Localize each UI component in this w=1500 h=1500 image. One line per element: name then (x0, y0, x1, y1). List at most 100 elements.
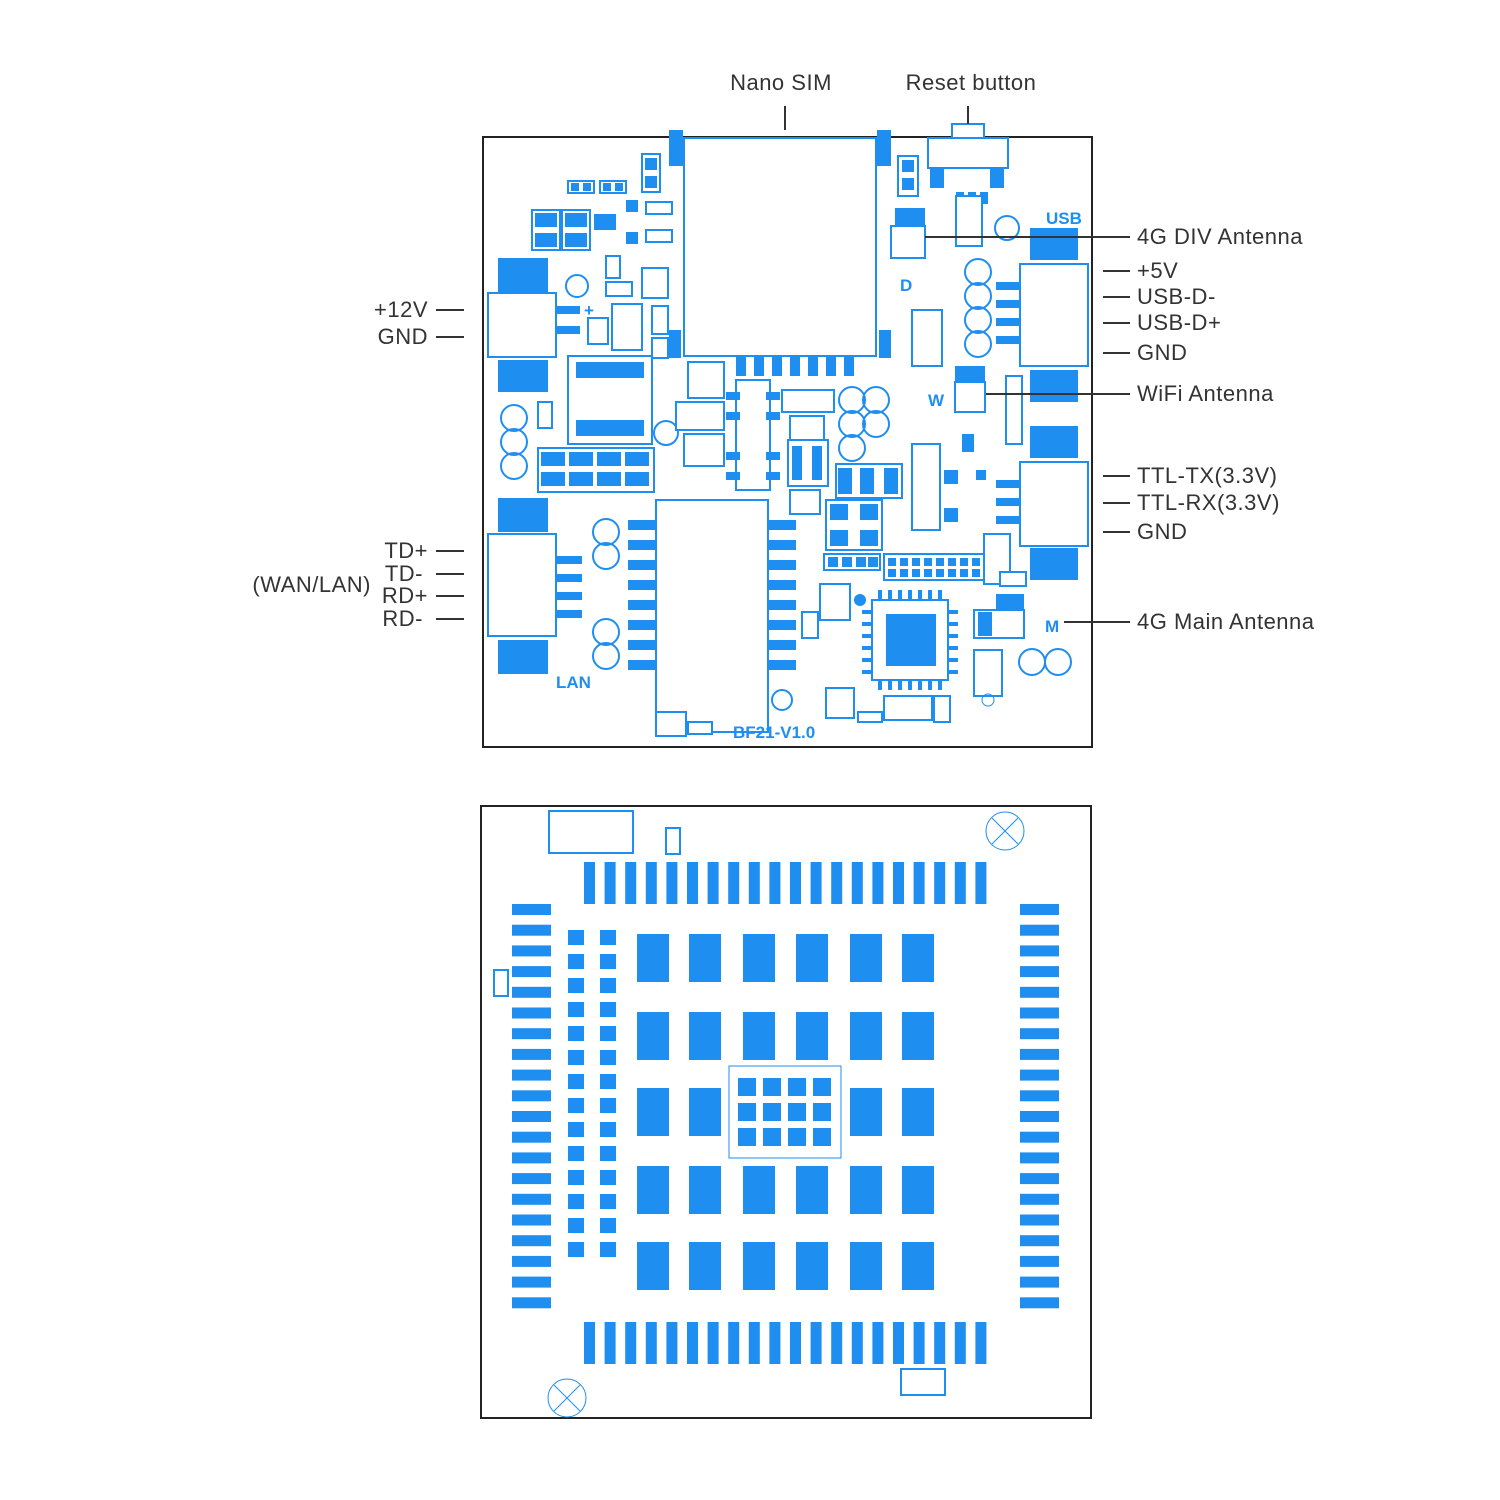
edge-pin-bottom (893, 1322, 904, 1364)
thermal-pad (738, 1128, 756, 1146)
large-pad (689, 934, 721, 982)
edge-pin-bottom (851, 1322, 863, 1364)
thermal-pad (788, 1078, 806, 1096)
inner-pad (568, 1002, 584, 1017)
large-pad (637, 1012, 669, 1060)
edge-pin-right (1020, 904, 1059, 915)
edge-pin-left (512, 1297, 551, 1309)
label-ttl-tx: TTL-TX(3.3V) (1137, 463, 1277, 488)
silk-lan: LAN (556, 673, 591, 692)
edge-pin-top (584, 862, 595, 904)
edge-pin-bottom (913, 1322, 925, 1364)
inner-pad (568, 978, 584, 993)
edge-pin-bottom (604, 1322, 616, 1364)
edge-pin-right (1020, 1297, 1059, 1309)
large-pad (637, 1166, 669, 1214)
large-pad (743, 1012, 775, 1060)
thermal-pad (763, 1078, 781, 1096)
large-pad (743, 1242, 775, 1290)
label-ttl-gnd: GND (1137, 519, 1187, 544)
edge-pin-right (1020, 1173, 1059, 1185)
large-pad (850, 1012, 882, 1060)
edge-pin-right (1020, 1111, 1059, 1122)
inner-pad (600, 1242, 616, 1257)
label-4g-div-antenna: 4G DIV Antenna (1137, 224, 1303, 249)
edge-pin-left (512, 924, 551, 936)
label-td-plus: TD+ (384, 538, 428, 563)
label-usb-dm: USB-D- (1137, 284, 1216, 309)
edge-pin-left (512, 1193, 551, 1205)
edge-pin-top (893, 862, 904, 904)
large-pad (850, 1242, 882, 1290)
edge-pin-top (604, 862, 616, 904)
inner-pad (568, 1122, 584, 1137)
edge-pin-bottom (790, 1322, 801, 1364)
edge-pin-left (512, 1007, 551, 1019)
bottom-pad-arrays (512, 862, 1059, 1364)
label-12v: +12V (374, 297, 428, 322)
edge-pin-right (1020, 1152, 1059, 1164)
inner-pad (600, 930, 616, 945)
edge-pin-left (512, 1235, 551, 1247)
label-td-minus: TD- (385, 561, 423, 586)
edge-pin-right (1020, 1214, 1059, 1226)
label-reset-button: Reset button (906, 70, 1037, 95)
large-pad (902, 1088, 934, 1136)
edge-pin-bottom (748, 1322, 760, 1364)
edge-pin-right (1020, 924, 1059, 936)
edge-pin-left (512, 1090, 551, 1102)
large-pad (689, 1088, 721, 1136)
nano-sim-slot (669, 130, 891, 376)
edge-pin-bottom (728, 1322, 740, 1364)
large-pad (796, 1166, 828, 1214)
edge-pin-bottom (645, 1322, 657, 1364)
label-rd-minus: RD- (382, 606, 423, 631)
edge-pin-bottom (687, 1322, 698, 1364)
edge-pin-left (512, 1048, 551, 1060)
inner-pad (568, 1170, 584, 1185)
inner-pad (568, 1026, 584, 1041)
edge-pin-left (512, 1255, 551, 1267)
inner-pad (600, 1170, 616, 1185)
large-pad (850, 1088, 882, 1136)
label-usb-dp: USB-D+ (1137, 310, 1221, 335)
edge-pin-bottom (975, 1322, 987, 1364)
inner-pad (568, 1050, 584, 1065)
inner-pad (600, 1002, 616, 1017)
inner-pad (600, 1074, 616, 1089)
edge-pin-right (1020, 1255, 1059, 1267)
edge-pin-top (645, 862, 657, 904)
regulator-area (500, 303, 679, 493)
inner-pad (600, 1218, 616, 1233)
edge-pin-top (851, 862, 863, 904)
edge-pin-left (512, 1069, 551, 1081)
thermal-pad (813, 1128, 831, 1146)
edge-pin-right (1020, 1235, 1059, 1247)
edge-pin-top (790, 862, 801, 904)
lan-magnetics: LAN (487, 498, 796, 733)
edge-pin-left (512, 1276, 551, 1288)
edge-pin-left (512, 904, 551, 915)
edge-pin-top (625, 862, 637, 904)
large-pad (743, 1166, 775, 1214)
middle-components (675, 361, 903, 571)
reset-button-footprint (927, 123, 1009, 204)
label-nano-sim: Nano SIM (730, 70, 832, 95)
edge-pin-bottom (584, 1322, 595, 1364)
inner-pad (600, 1122, 616, 1137)
label-wifi-antenna: WiFi Antenna (1137, 381, 1274, 406)
edge-pin-top (728, 862, 740, 904)
inner-pad (568, 954, 584, 969)
inner-pad (600, 978, 616, 993)
edge-pin-top (707, 862, 719, 904)
large-pad (689, 1166, 721, 1214)
thermal-pad (788, 1128, 806, 1146)
edge-pin-bottom (666, 1322, 678, 1364)
silk-version: BF21-V1.0 (733, 723, 815, 742)
large-pad (743, 934, 775, 982)
thermal-pad (788, 1103, 806, 1121)
leader-lines (436, 106, 1130, 623)
edge-pin-left (512, 1131, 551, 1143)
thermal-pad (763, 1103, 781, 1121)
